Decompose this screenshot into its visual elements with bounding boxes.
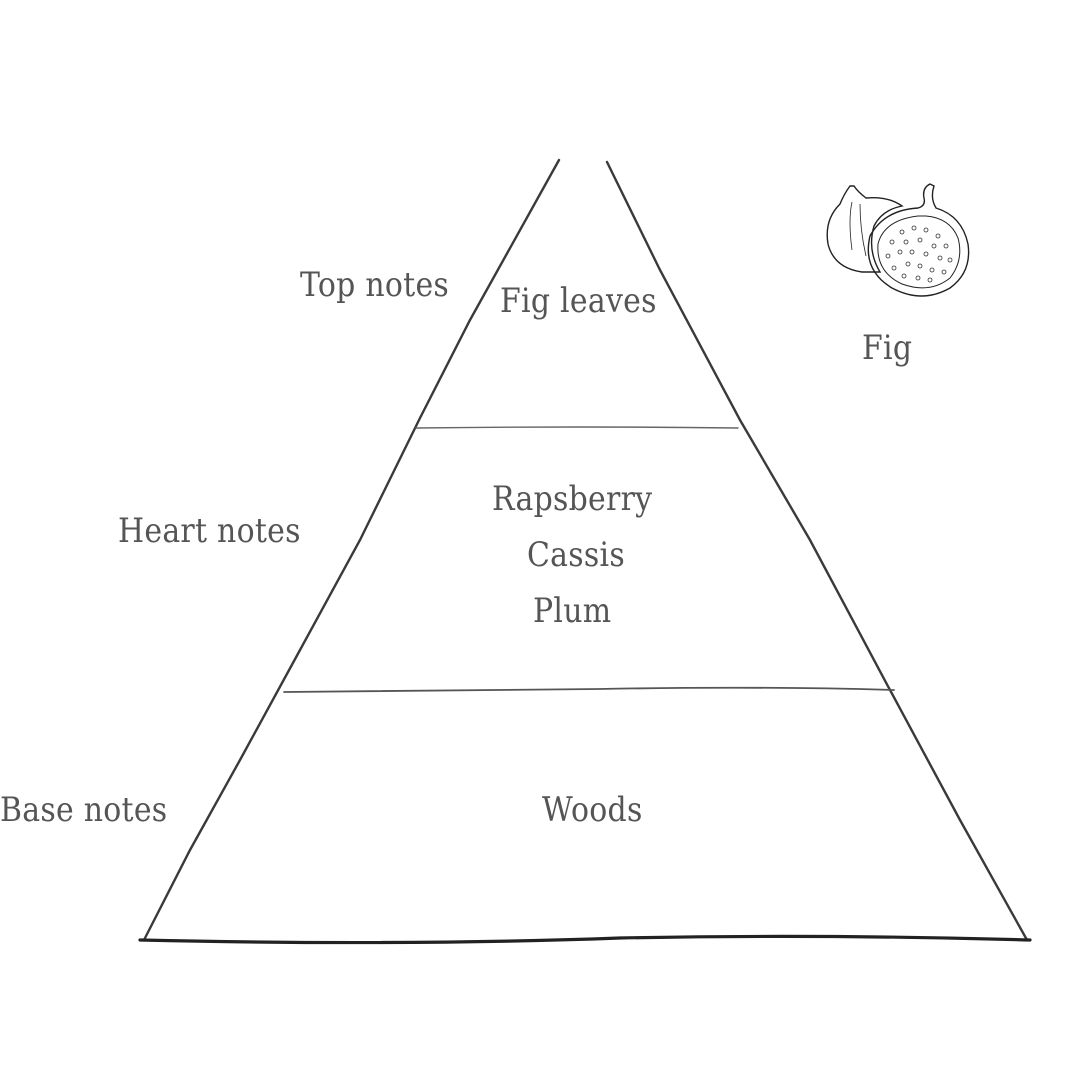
tier-label-top: Top notes <box>300 265 450 305</box>
tier-label-heart: Heart notes <box>118 511 301 551</box>
pyramid-right-edge <box>605 160 1029 942</box>
fig-caption: Fig <box>862 328 913 368</box>
tier-label-base: Base notes <box>0 790 168 830</box>
tier-divider-heart <box>283 686 895 693</box>
pyramid-base-line <box>138 934 1032 945</box>
note-plum: Plum <box>533 591 612 631</box>
note-fig-leaves: Fig leaves <box>500 281 657 321</box>
note-cassis: Cassis <box>527 535 625 575</box>
tier-divider-top <box>415 426 739 429</box>
note-rapsberry: Rapsberry <box>492 479 653 519</box>
fig-icon <box>826 183 970 297</box>
pyramid-left-edge <box>142 158 561 942</box>
note-woods: Woods <box>542 790 643 830</box>
